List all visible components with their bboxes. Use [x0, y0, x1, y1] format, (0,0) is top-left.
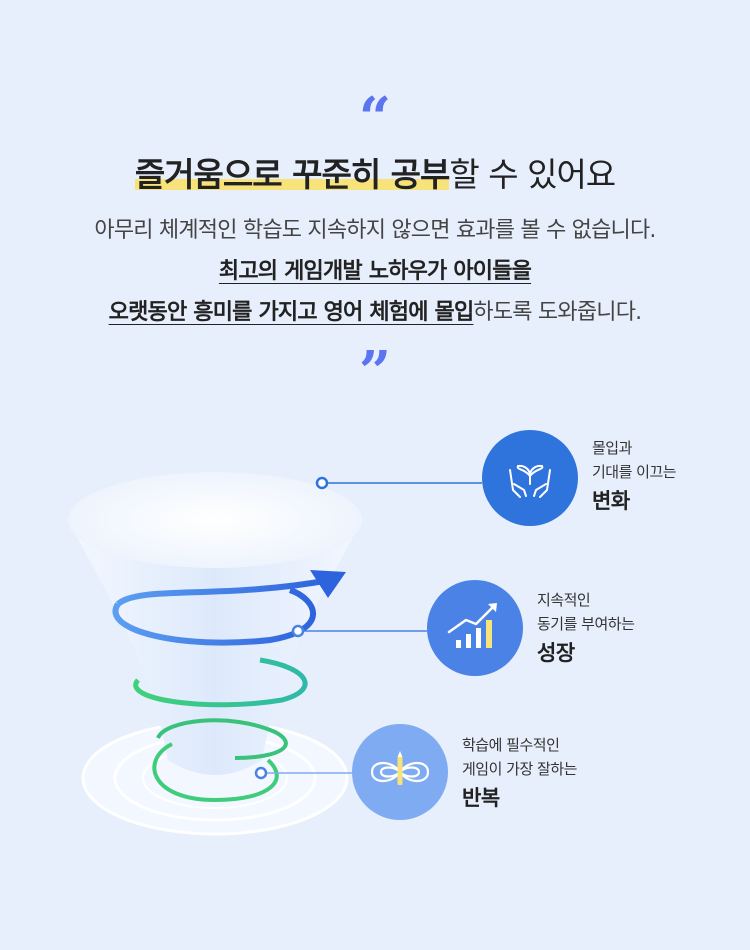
change-line-2: 기대를 이끄는: [592, 463, 677, 481]
growth-chart-icon: [447, 603, 497, 648]
description-line-2: 최고의 게임개발 노하우가 아이들을: [218, 259, 532, 284]
repeat-line-1: 학습에 필수적인: [462, 736, 560, 754]
growth-line-2: 동기를 부여하는: [537, 615, 635, 633]
repeat-title: 반복: [462, 786, 500, 810]
connector-lines: [254, 476, 482, 780]
repeat-badge: [352, 724, 448, 820]
repeat-label: 학습에 필수적인 게임이 가장 잘하는 반복: [462, 733, 577, 810]
change-line-1: 몰입과: [592, 439, 632, 457]
description-line-3-bold: 오랫동안 흥미를 가지고 영어 체험에 몰입: [108, 300, 475, 325]
change-label: 몰입과 기대를 이끄는 변화: [592, 436, 677, 513]
close-quote-mark: ”: [358, 339, 392, 405]
description-line-3-rest: 하도록 도와줍니다.: [473, 300, 642, 325]
change-title: 변화: [592, 489, 630, 513]
description-line-1: 아무리 체계적인 학습도 지속하지 않으면 효과를 볼 수 없습니다.: [94, 218, 656, 243]
growth-line-1: 지속적인: [537, 591, 591, 609]
open-quote-mark: “: [358, 85, 392, 151]
headline-rest: 할 수 있어요: [449, 155, 616, 194]
repeat-line-2: 게임이 가장 잘하는: [462, 760, 577, 778]
headline: 즐거움으로 꾸준히 공부할 수 있어요: [0, 148, 750, 196]
funnel-cone: [68, 472, 362, 775]
pencil-icon: [397, 751, 403, 785]
description: 아무리 체계적인 학습도 지속하지 않으면 효과를 볼 수 없습니다. 최고의 …: [0, 210, 750, 333]
growth-title: 성장: [537, 641, 575, 665]
change-badge: [482, 430, 578, 526]
spiral-bands: [112, 570, 346, 803]
growth-badge: [427, 580, 523, 676]
growth-label: 지속적인 동기를 부여하는 성장: [537, 588, 635, 665]
funnel-diagram: [68, 430, 578, 836]
hands-sprout-icon: [509, 464, 551, 498]
band-arrowhead: [310, 570, 346, 598]
headline-highlight: 즐거움으로 꾸준히 공부: [134, 155, 450, 194]
